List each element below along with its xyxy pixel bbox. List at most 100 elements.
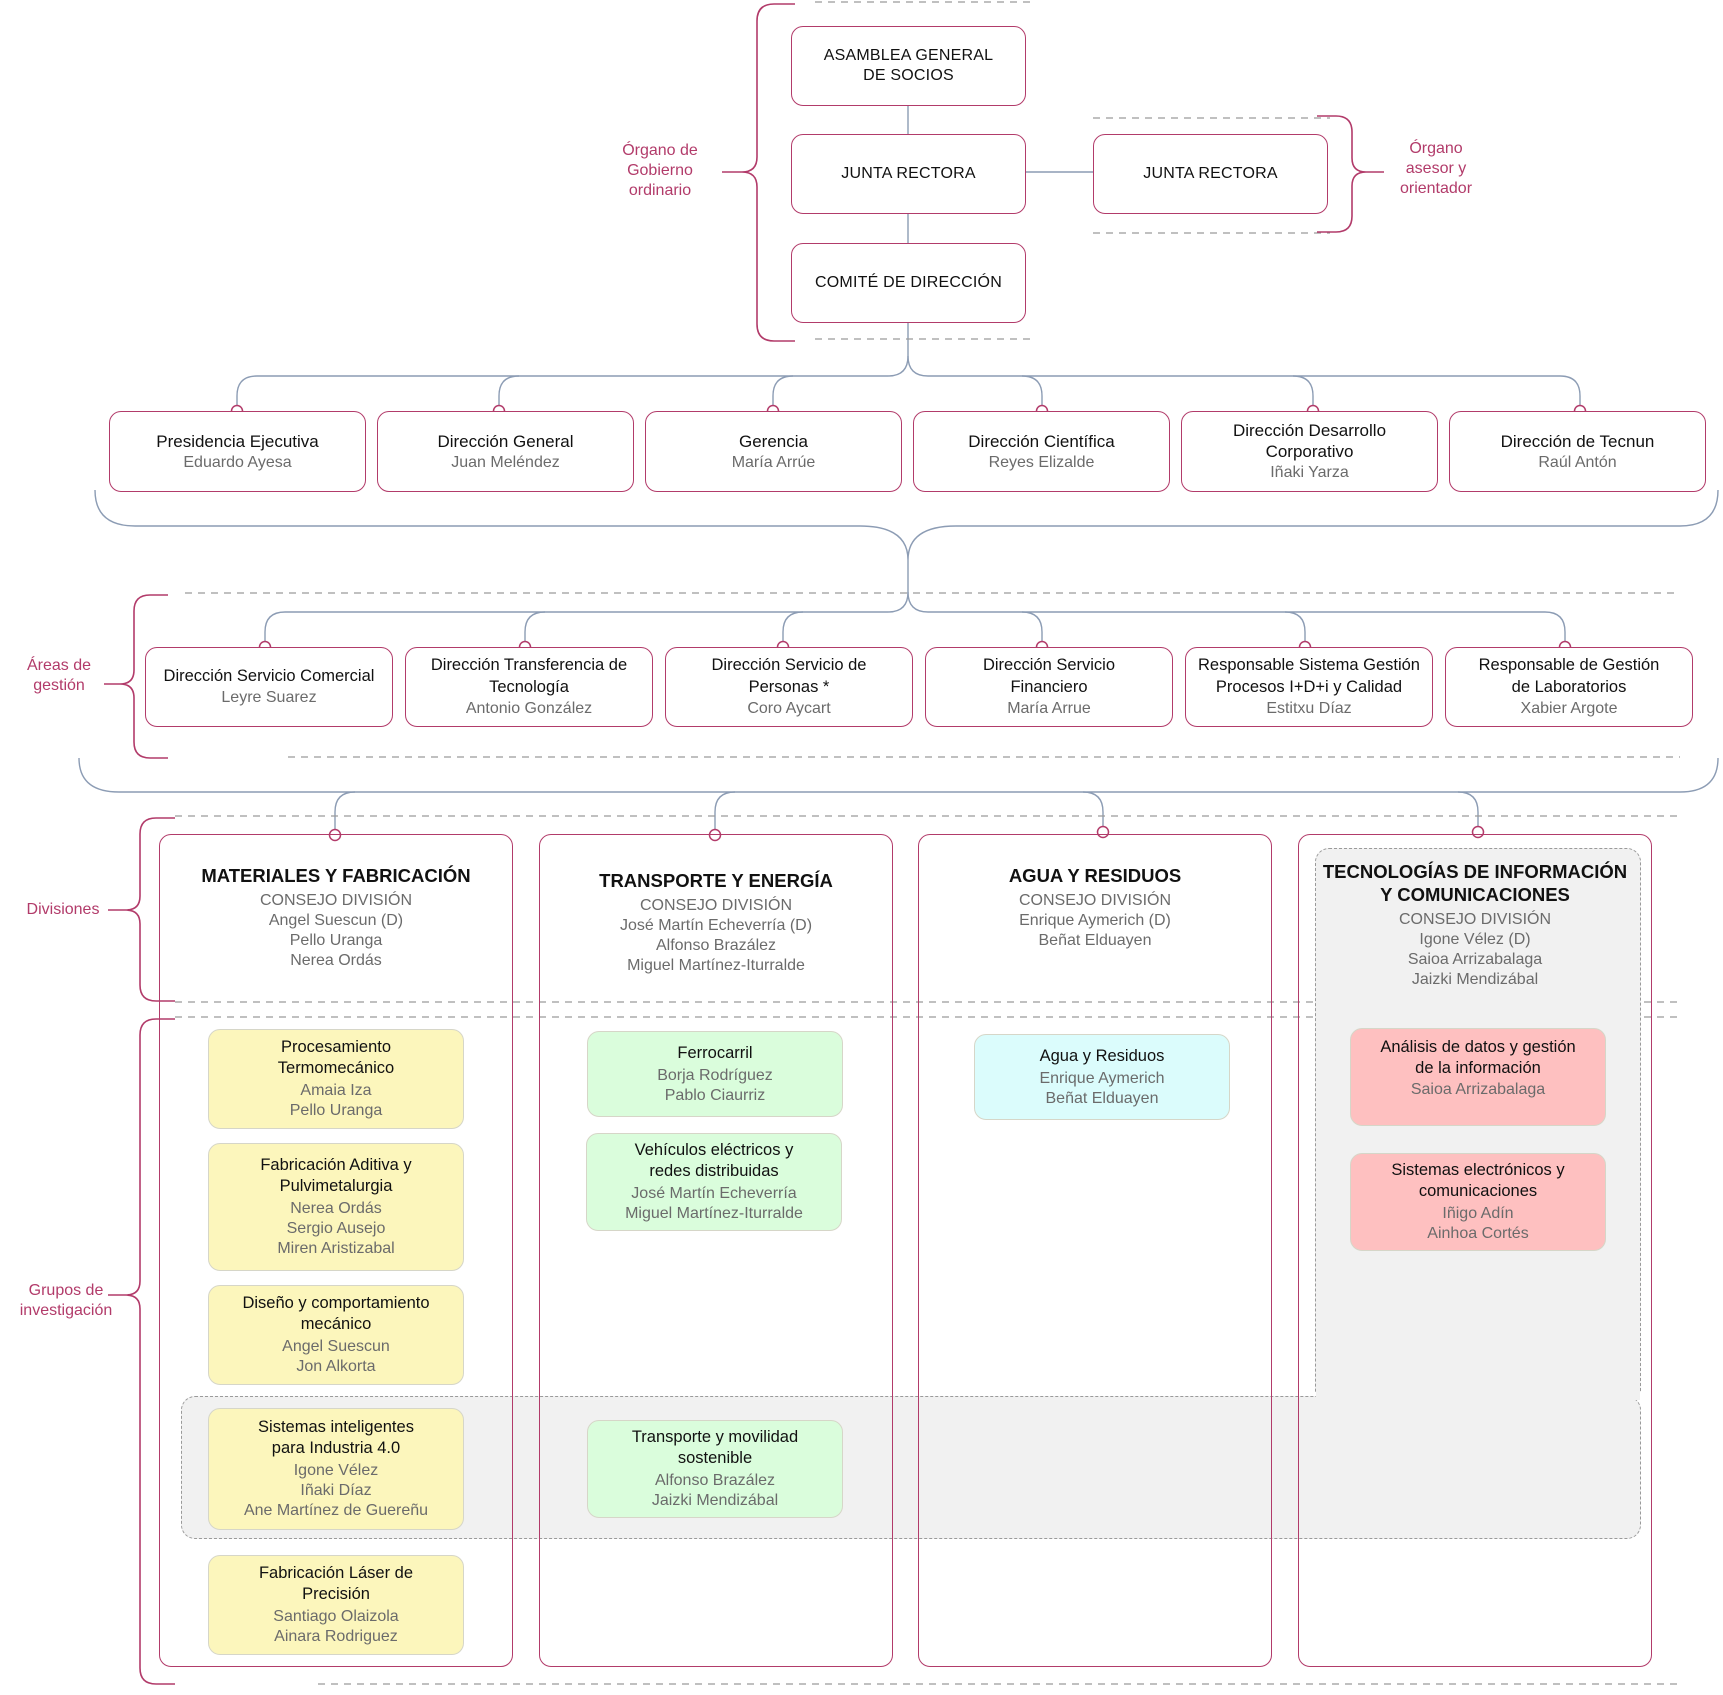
division-members: Igone Vélez (D) Saioa Arrizabalaga Jaizk…	[1407, 931, 1543, 988]
junta-rectora-label: JUNTA RECTORA	[841, 165, 976, 182]
division-council: CONSEJO DIVISIÓN	[639, 897, 793, 914]
direction-person: Reyes Elizalde	[988, 453, 1095, 471]
group-title: Ferrocarril	[677, 1043, 753, 1062]
group-people: José Martín Echeverría Miguel Martínez-I…	[625, 1185, 803, 1222]
group-title: Procesamiento Termomecánico	[277, 1038, 395, 1077]
group-people: Amaia Iza Pello Uranga	[289, 1082, 383, 1119]
division-members: Angel Suescun (D) Pello Uranga Nerea Ord…	[268, 912, 404, 969]
area-title: Dirección Servicio Financiero	[982, 656, 1116, 696]
group-people: Angel Suescun Jon Alkorta	[282, 1338, 390, 1375]
junta-asesora-label: JUNTA RECTORA	[1143, 165, 1278, 182]
direction-box: Dirección Científica Reyes Elizalde	[913, 411, 1170, 492]
group-people: Igone Vélez Iñaki Díaz Ane Martínez de G…	[243, 1462, 429, 1519]
area-box: Dirección Servicio Financiero María Arru…	[925, 647, 1173, 727]
group-title: Agua y Residuos	[1039, 1046, 1165, 1065]
junta-asesora-box: JUNTA RECTORA	[1093, 134, 1328, 214]
side-label-areas: Áreas de gestión	[26, 657, 92, 694]
area-title: Responsable de Gestión de Laboratorios	[1478, 656, 1660, 696]
direction-box: Dirección de Tecnun Raúl Antón	[1449, 411, 1706, 492]
direction-box: Dirección Desarrollo Corporativo Iñaki Y…	[1181, 411, 1438, 492]
side-label-organo-asesor: Órgano asesor y orientador	[1399, 140, 1473, 197]
group-fabricacion-laser: Fabricación Láser de Precisión Santiago …	[208, 1555, 464, 1655]
direction-person: Eduardo Ayesa	[183, 453, 292, 471]
division-title: AGUA Y RESIDUOS	[1008, 865, 1182, 886]
group-title: Análisis de datos y gestión de la inform…	[1380, 1038, 1576, 1077]
group-sistemas-inteligentes: Sistemas inteligentes para Industria 4.0…	[208, 1408, 464, 1530]
division-council: CONSEJO DIVISIÓN	[1018, 892, 1172, 909]
area-person: Xabier Argote	[1520, 700, 1618, 717]
group-title: Diseño y comportamiento mecánico	[242, 1294, 430, 1333]
division-column-transporte	[539, 834, 893, 1667]
group-title: Sistemas electrónicos y comunicaciones	[1391, 1161, 1565, 1200]
group-procesamiento-termomecanico: Procesamiento Termomecánico Amaia Iza Pe…	[208, 1029, 464, 1129]
division-members: Enrique Aymerich (D) Beñat Elduayen	[1019, 912, 1171, 949]
group-people: Borja Rodríguez Pablo Ciaurriz	[657, 1066, 773, 1104]
direction-title: Gerencia	[739, 431, 808, 451]
side-label-grupos: Grupos de investigación	[19, 1282, 113, 1319]
direction-title: Dirección Científica	[968, 431, 1115, 451]
group-diseno-comportamiento: Diseño y comportamiento mecánico Angel S…	[208, 1285, 464, 1385]
direction-person: Raúl Antón	[1538, 453, 1617, 471]
comite-direccion-box: COMITÉ DE DIRECCIÓN	[791, 243, 1026, 323]
area-person: Estitxu Díaz	[1266, 700, 1352, 717]
group-vehiculos-electricos: Vehículos eléctricos y redes distribuida…	[586, 1133, 842, 1231]
division-column-agua	[918, 834, 1272, 1667]
direction-title: Dirección de Tecnun	[1500, 431, 1655, 451]
side-label-organo-gobierno: Órgano de Gobierno ordinario	[622, 142, 698, 199]
area-person: Coro Aycart	[747, 700, 831, 717]
direction-person: Juan Meléndez	[451, 453, 560, 471]
division-members: José Martín Echeverría (D) Alfonso Brazá…	[619, 917, 813, 974]
area-title: Dirección Servicio de Personas *	[711, 656, 867, 696]
group-people: Saioa Arrizabalaga	[1410, 1081, 1546, 1098]
area-title: Responsable Sistema Gestión Procesos I+D…	[1198, 656, 1420, 696]
group-sistemas-electronicos: Sistemas electrónicos y comunicaciones I…	[1350, 1153, 1606, 1251]
division-header: TECNOLOGÍAS DE INFORMACIÓN Y COMUNICACIO…	[1298, 860, 1652, 990]
direction-person: Iñaki Yarza	[1270, 464, 1349, 481]
zone-patch	[1316, 1380, 1640, 1400]
area-box: Responsable de Gestión de Laboratorios X…	[1445, 647, 1693, 727]
group-title: Sistemas inteligentes para Industria 4.0	[258, 1418, 414, 1457]
group-title: Fabricación Aditiva y Pulvimetalurgia	[260, 1156, 412, 1195]
direction-title: Presidencia Ejecutiva	[156, 431, 319, 451]
division-title: TECNOLOGÍAS DE INFORMACIÓN Y COMUNICACIO…	[1322, 861, 1628, 905]
direction-person: María Arrúe	[731, 453, 816, 471]
asamblea-label: ASAMBLEA GENERAL DE SOCIOS	[823, 47, 994, 84]
direction-box: Presidencia Ejecutiva Eduardo Ayesa	[109, 411, 366, 492]
group-analisis-datos: Análisis de datos y gestión de la inform…	[1350, 1028, 1606, 1126]
comite-direccion-label: COMITÉ DE DIRECCIÓN	[815, 274, 1002, 291]
division-header: TRANSPORTE Y ENERGÍA CONSEJO DIVISIÓN Jo…	[539, 869, 893, 976]
side-label-divisiones: Divisiones	[26, 901, 100, 918]
asamblea-box: ASAMBLEA GENERAL DE SOCIOS	[791, 26, 1026, 106]
division-title: TRANSPORTE Y ENERGÍA	[599, 870, 833, 891]
division-header: AGUA Y RESIDUOS CONSEJO DIVISIÓN Enrique…	[918, 864, 1272, 951]
group-agua-residuos: Agua y Residuos Enrique Aymerich Beñat E…	[974, 1034, 1230, 1120]
group-people: Alfonso Brazález Jaizki Mendizábal	[651, 1472, 779, 1509]
area-title: Dirección Transferencia de Tecnología	[430, 656, 628, 696]
group-ferrocarril: Ferrocarril Borja Rodríguez Pablo Ciaurr…	[587, 1031, 843, 1117]
division-title: MATERIALES Y FABRICACIÓN	[201, 865, 471, 886]
group-transporte-movilidad: Transporte y movilidad sostenible Alfons…	[587, 1420, 843, 1518]
group-people: Santiago Olaizola Ainara Rodriguez	[273, 1608, 399, 1645]
area-box: Responsable Sistema Gestión Procesos I+D…	[1185, 647, 1433, 727]
group-people: Nerea Ordás Sergio Ausejo Miren Aristiza…	[277, 1200, 395, 1257]
area-box: Dirección Servicio Comercial Leyre Suare…	[145, 647, 393, 727]
area-title: Dirección Servicio Comercial	[163, 667, 375, 685]
area-box: Dirección Servicio de Personas * Coro Ay…	[665, 647, 913, 727]
direction-title: Dirección Desarrollo Corporativo	[1232, 421, 1387, 461]
area-person: Leyre Suarez	[221, 689, 317, 706]
group-people: Enrique Aymerich Beñat Elduayen	[1039, 1069, 1165, 1107]
direction-title: Dirección General	[437, 431, 574, 451]
direction-box: Gerencia María Arrúe	[645, 411, 902, 492]
group-people: Iñigo Adín Ainhoa Cortés	[1427, 1205, 1529, 1242]
group-title: Vehículos eléctricos y redes distribuida…	[634, 1141, 794, 1180]
group-fabricacion-aditiva: Fabricación Aditiva y Pulvimetalurgia Ne…	[208, 1143, 464, 1271]
division-header: MATERIALES Y FABRICACIÓN CONSEJO DIVISIÓ…	[159, 864, 513, 971]
area-box: Dirección Transferencia de Tecnología An…	[405, 647, 653, 727]
direction-box: Dirección General Juan Meléndez	[377, 411, 634, 492]
division-council: CONSEJO DIVISIÓN	[1398, 911, 1552, 928]
area-person: Antonio González	[465, 700, 593, 717]
division-council: CONSEJO DIVISIÓN	[259, 892, 413, 909]
division-column-materiales	[159, 834, 513, 1667]
junta-rectora-box: JUNTA RECTORA	[791, 134, 1026, 214]
division-column-tic	[1298, 834, 1652, 1667]
